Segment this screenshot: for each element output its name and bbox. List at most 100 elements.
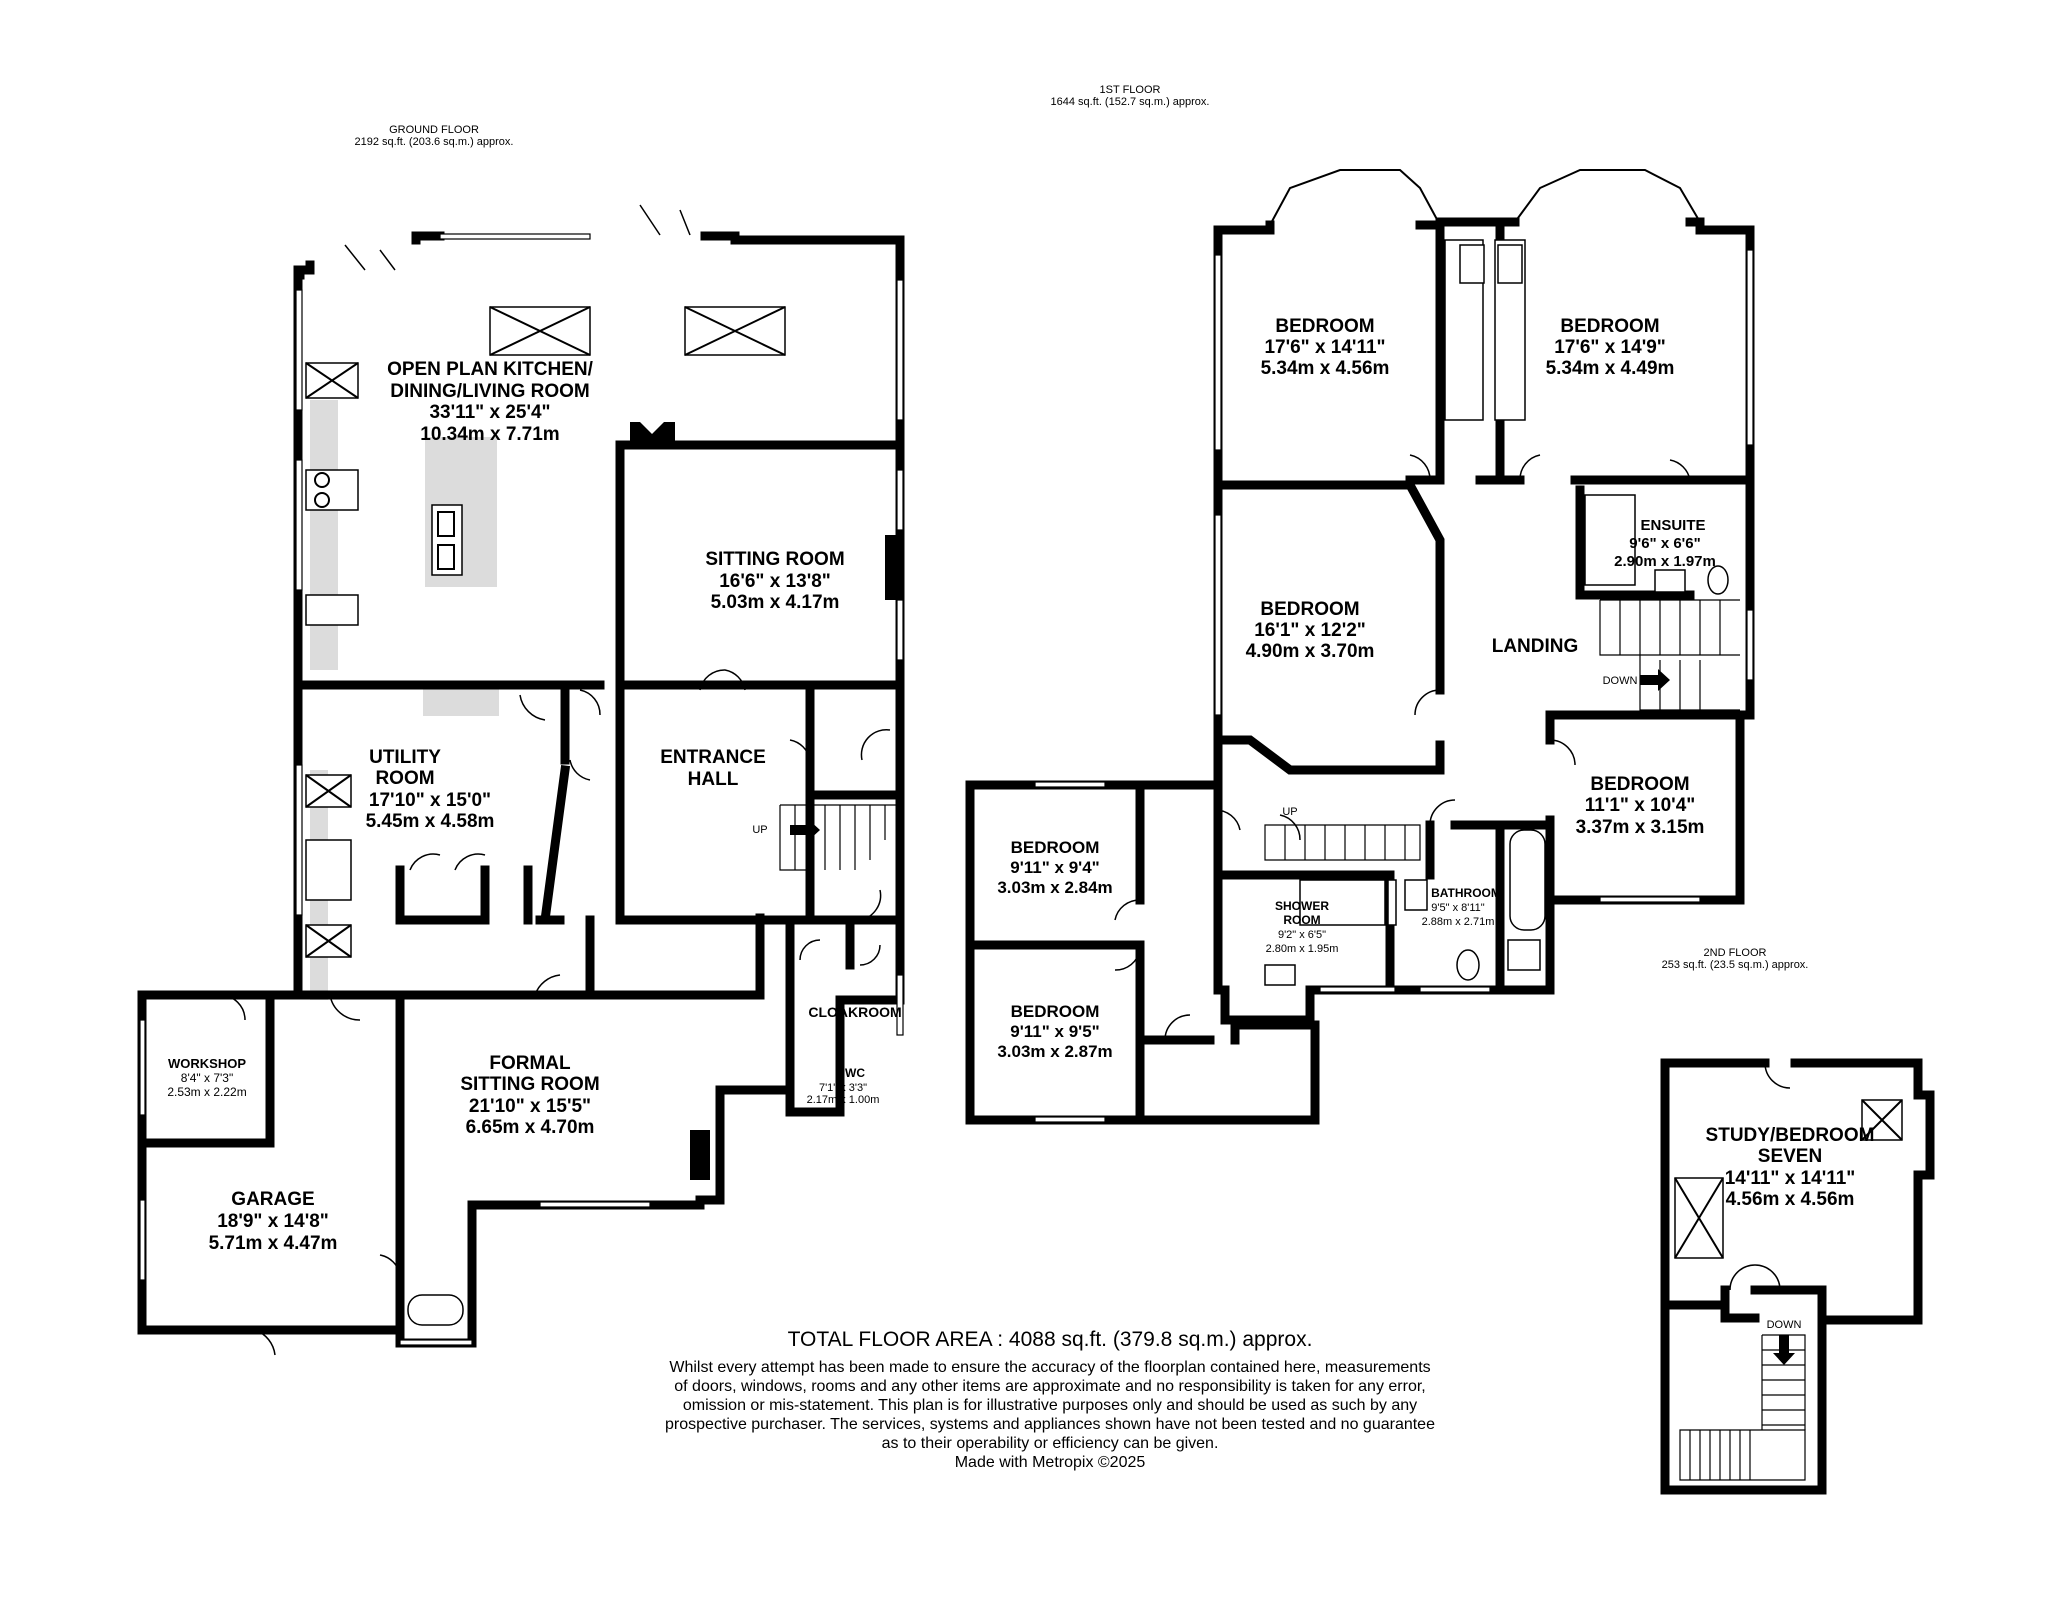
wc-metric: 2.17m x 1.00m: [807, 1094, 880, 1106]
second-floor-plan: 2ND FLOOR 253 sq.ft. (23.5 sq.m.) approx…: [1660, 947, 1935, 1495]
bed6-window: [1034, 1116, 1106, 1123]
second-outer-wall: [1660, 1058, 1935, 1495]
formal-imperial: 21'10" x 15'5": [469, 1096, 591, 1117]
sitting-metric: 5.03m x 4.17m: [711, 592, 840, 613]
garage-imperial: 18'9" x 14'8": [217, 1211, 329, 1232]
room-utility: UTILITY ROOM 17'10" x 15'0" 5.45m x 4.58…: [366, 747, 495, 832]
bed5-imperial: 9'11" x 9'4": [1010, 858, 1099, 877]
room-landing: LANDING: [1492, 636, 1579, 657]
bed3-imperial: 16'1" x 12'2": [1254, 620, 1366, 641]
ground-outer-wall: [137, 231, 905, 1348]
kitchen-window-north: [439, 233, 591, 240]
disclaimer-line: as to their operability or efficiency ca…: [881, 1435, 1219, 1452]
bed3-window-west: [1214, 514, 1222, 716]
room-bedroom-5: BEDROOM 9'11" x 9'4" 3.03m x 2.84m: [997, 838, 1112, 897]
credit: Made with Metropix ©2025: [954, 1454, 1146, 1471]
bed3-name: BEDROOM: [1260, 599, 1359, 620]
room-kitchen: OPEN PLAN KITCHEN/ DINING/LIVING ROOM 33…: [387, 359, 594, 445]
bed1-bay: [1269, 169, 1441, 226]
workshop-imperial: 8'4" x 7'3": [181, 1071, 233, 1085]
wardrobes: [1444, 239, 1526, 421]
bed6-name: BEDROOM: [1011, 1002, 1100, 1021]
study-name-line1: STUDY/BEDROOM: [1706, 1125, 1875, 1146]
fireplace-sitting: [885, 535, 900, 600]
room-entrance-hall: ENTRANCE HALL: [660, 747, 766, 790]
bathroom-imperial: 9'5" x 8'11": [1431, 902, 1484, 914]
landing-window: [1746, 609, 1754, 681]
ground-staircase: UP: [752, 804, 900, 871]
ensuite-fixtures: [1584, 494, 1729, 595]
workshop-metric: 2.53m x 2.22m: [167, 1085, 246, 1099]
fireplace-formal: [690, 1130, 710, 1180]
second-stairs-down-label: DOWN: [1767, 1319, 1802, 1331]
shower-imperial: 9'2" x 6'5": [1278, 929, 1326, 941]
workshop-window: [139, 1019, 146, 1116]
room-cloakroom: CLOAKROOM: [808, 1004, 901, 1020]
workshop-name: WORKSHOP: [168, 1056, 246, 1071]
bed5-name: BEDROOM: [1011, 838, 1100, 857]
store-window: [399, 1339, 473, 1346]
bed1-window-west: [1214, 254, 1222, 451]
wc-name: WC: [845, 1066, 865, 1080]
kitchen-name-line2: DINING/LIVING ROOM: [390, 381, 590, 402]
room-study: STUDY/BEDROOM SEVEN 14'11" x 14'11" 4.56…: [1706, 1125, 1875, 1210]
bath-window: [1419, 986, 1491, 993]
room-bedroom-6: BEDROOM 9'11" x 9'5" 3.03m x 2.87m: [997, 1002, 1112, 1061]
garage-bath: [407, 1294, 464, 1326]
fireplace-kitchen: [630, 422, 675, 444]
room-bedroom-4: BEDROOM 11'1" x 10'4" 3.37m x 3.15m: [1576, 774, 1705, 838]
room-workshop: WORKSHOP 8'4" x 7'3" 2.53m x 2.22m: [167, 1056, 246, 1099]
ground-doors: [219, 204, 891, 1356]
formal-metric: 6.65m x 4.70m: [466, 1117, 595, 1138]
second-doors: [1729, 1062, 1791, 1291]
second-interior-walls: [1660, 1285, 1827, 1325]
bed2-window-east: [1746, 249, 1754, 446]
kitchen-name-line1: OPEN PLAN KITCHEN/: [387, 359, 594, 380]
bed4-metric: 3.37m x 3.15m: [1576, 817, 1705, 838]
ground-floor-area: 2192 sq.ft. (203.6 sq.m.) approx.: [355, 136, 514, 148]
study-imperial: 14'11" x 14'11": [1725, 1168, 1856, 1189]
disclaimer: Whilst every attempt has been made to en…: [540, 1358, 1560, 1472]
bathroom-metric: 2.88m x 2.71m: [1422, 916, 1495, 928]
bed4-window: [1599, 896, 1701, 903]
room-bedroom-3: BEDROOM 16'1" x 12'2" 4.90m x 3.70m: [1246, 599, 1375, 662]
cloak-window: [896, 974, 904, 1036]
kitchen-window-west-2: [295, 459, 303, 591]
shower-window: [1319, 986, 1396, 993]
sitting-window-east: [896, 469, 904, 531]
utility-name-line2: ROOM: [375, 768, 434, 789]
first-stairs-down-label: DOWN: [1603, 675, 1638, 687]
kitchen-metric: 10.34m x 7.71m: [420, 424, 559, 445]
bed2-metric: 5.34m x 4.49m: [1546, 358, 1675, 379]
cloakroom-name: CLOAKROOM: [808, 1004, 901, 1020]
sitting-window-east-2: [896, 599, 904, 661]
first-interior-walls: [1213, 217, 1755, 995]
study-name-line2: SEVEN: [1758, 1146, 1822, 1167]
bed5-metric: 3.03m x 2.84m: [997, 878, 1112, 897]
kitchen-window-west: [295, 289, 303, 411]
first-doors: [1279, 454, 1691, 841]
room-wc: WC 7'1" x 3'3" 2.17m x 1.00m: [807, 1066, 880, 1106]
kitchen-counter-lower: [423, 688, 499, 716]
bed2-imperial: 17'6" x 14'9": [1554, 337, 1666, 358]
utility-window: [295, 764, 303, 916]
room-garage: GARAGE 18'9" x 14'8" 5.71m x 4.47m: [209, 1189, 338, 1254]
garage-window: [139, 1199, 146, 1281]
first-stairs-up-label: UP: [1282, 806, 1297, 818]
bed6-imperial: 9'11" x 9'5": [1010, 1022, 1099, 1041]
formal-name-line2: SITTING ROOM: [460, 1074, 599, 1095]
kitchen-units: [305, 362, 463, 626]
shower-name-line2: ROOM: [1283, 913, 1320, 927]
shower-metric: 2.80m x 1.95m: [1266, 943, 1339, 955]
bed4-name: BEDROOM: [1590, 774, 1689, 795]
total-floor-area: TOTAL FLOOR AREA : 4088 sq.ft. (379.8 sq…: [787, 1328, 1313, 1351]
formal-name-line1: FORMAL: [489, 1053, 571, 1074]
footer: TOTAL FLOOR AREA : 4088 sq.ft. (379.8 sq…: [540, 1328, 1560, 1472]
ground-floor-title: GROUND FLOOR: [389, 124, 479, 136]
room-sitting: SITTING ROOM 16'6" x 13'8" 5.03m x 4.17m: [705, 549, 844, 613]
room-bathroom: BATHROOM 9'5" x 8'11" 2.88m x 2.71m: [1422, 886, 1501, 928]
bed1-imperial: 17'6" x 14'11": [1264, 337, 1385, 358]
bed1-metric: 5.34m x 4.56m: [1261, 358, 1390, 379]
study-metric: 4.56m x 4.56m: [1726, 1189, 1855, 1210]
kitchen-imperial: 33'11" x 25'4": [429, 402, 550, 423]
